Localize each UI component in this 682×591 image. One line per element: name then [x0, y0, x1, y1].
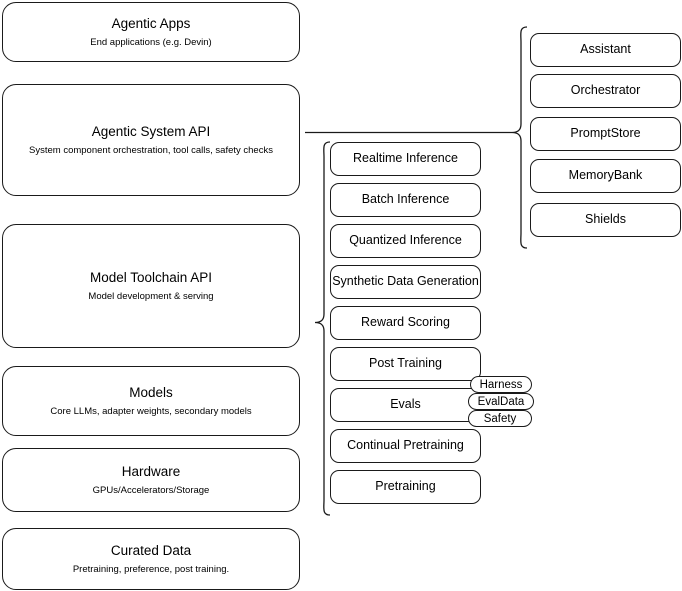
item-label: Post Training — [369, 356, 442, 371]
layer-subtitle: Pretraining, preference, post training. — [72, 563, 230, 575]
toolchain-item-reward-scoring[interactable]: Reward Scoring — [330, 306, 481, 340]
layer-title: Model Toolchain API — [89, 269, 213, 285]
layer-title: Agentic System API — [91, 123, 211, 139]
system-item-orchestrator[interactable]: Orchestrator — [530, 74, 681, 108]
system-item-shields[interactable]: Shields — [530, 203, 681, 237]
layer-subtitle: End applications (e.g. Devin) — [90, 36, 212, 48]
pill-label: Safety — [483, 412, 517, 425]
system-item-promptstore[interactable]: PromptStore — [530, 117, 681, 151]
layer-hardware[interactable]: Hardware GPUs/Accelerators/Storage — [2, 448, 300, 512]
layer-title: Agentic Apps — [111, 15, 191, 31]
layer-curated-data[interactable]: Curated Data Pretraining, preference, po… — [2, 528, 300, 590]
system-item-assistant[interactable]: Assistant — [530, 33, 681, 67]
item-label: Orchestrator — [570, 83, 641, 98]
toolchain-item-post-training[interactable]: Post Training — [330, 347, 481, 381]
toolchain-item-synthetic-data-generation[interactable]: Synthetic Data Generation — [330, 265, 481, 299]
toolchain-item-batch-inference[interactable]: Batch Inference — [330, 183, 481, 217]
item-label: Shields — [585, 212, 626, 227]
item-label: Quantized Inference — [349, 233, 462, 248]
item-label: Realtime Inference — [353, 151, 458, 166]
toolchain-item-quantized-inference[interactable]: Quantized Inference — [330, 224, 481, 258]
right-bracket — [511, 26, 528, 249]
layer-models[interactable]: Models Core LLMs, adapter weights, secon… — [2, 366, 300, 436]
item-label: Assistant — [580, 42, 631, 57]
eval-pill-evaldata[interactable]: EvalData — [468, 393, 534, 410]
eval-pill-safety[interactable]: Safety — [468, 410, 532, 427]
layer-subtitle: System component orchestration, tool cal… — [29, 144, 273, 156]
toolchain-item-evals[interactable]: Evals — [330, 388, 481, 422]
layer-subtitle: Core LLMs, adapter weights, secondary mo… — [50, 405, 252, 417]
layer-agentic-apps[interactable]: Agentic Apps End applications (e.g. Devi… — [2, 2, 300, 62]
layer-title: Hardware — [121, 463, 181, 479]
layer-title: Curated Data — [110, 542, 192, 558]
layer-model-toolchain-api[interactable]: Model Toolchain API Model development & … — [2, 224, 300, 348]
item-label: Synthetic Data Generation — [332, 274, 479, 289]
toolchain-item-realtime-inference[interactable]: Realtime Inference — [330, 142, 481, 176]
layer-subtitle: Model development & serving — [88, 290, 214, 302]
item-label: Batch Inference — [361, 192, 450, 207]
toolchain-item-pretraining[interactable]: Pretraining — [330, 470, 481, 504]
toolchain-item-continual-pretraining[interactable]: Continual Pretraining — [330, 429, 481, 463]
item-label: Reward Scoring — [361, 315, 450, 330]
item-label: PromptStore — [570, 126, 641, 141]
pill-label: EvalData — [477, 395, 525, 408]
item-label: Evals — [390, 397, 421, 412]
item-label: MemoryBank — [568, 168, 643, 183]
eval-pill-harness[interactable]: Harness — [470, 376, 532, 393]
item-label: Continual Pretraining — [347, 438, 464, 453]
system-item-memorybank[interactable]: MemoryBank — [530, 159, 681, 193]
item-label: Pretraining — [375, 479, 436, 494]
pill-label: Harness — [479, 378, 523, 391]
layer-subtitle: GPUs/Accelerators/Storage — [92, 484, 210, 496]
layer-agentic-system-api[interactable]: Agentic System API System component orch… — [2, 84, 300, 196]
layer-title: Models — [129, 384, 173, 400]
middle-bracket — [314, 141, 331, 516]
